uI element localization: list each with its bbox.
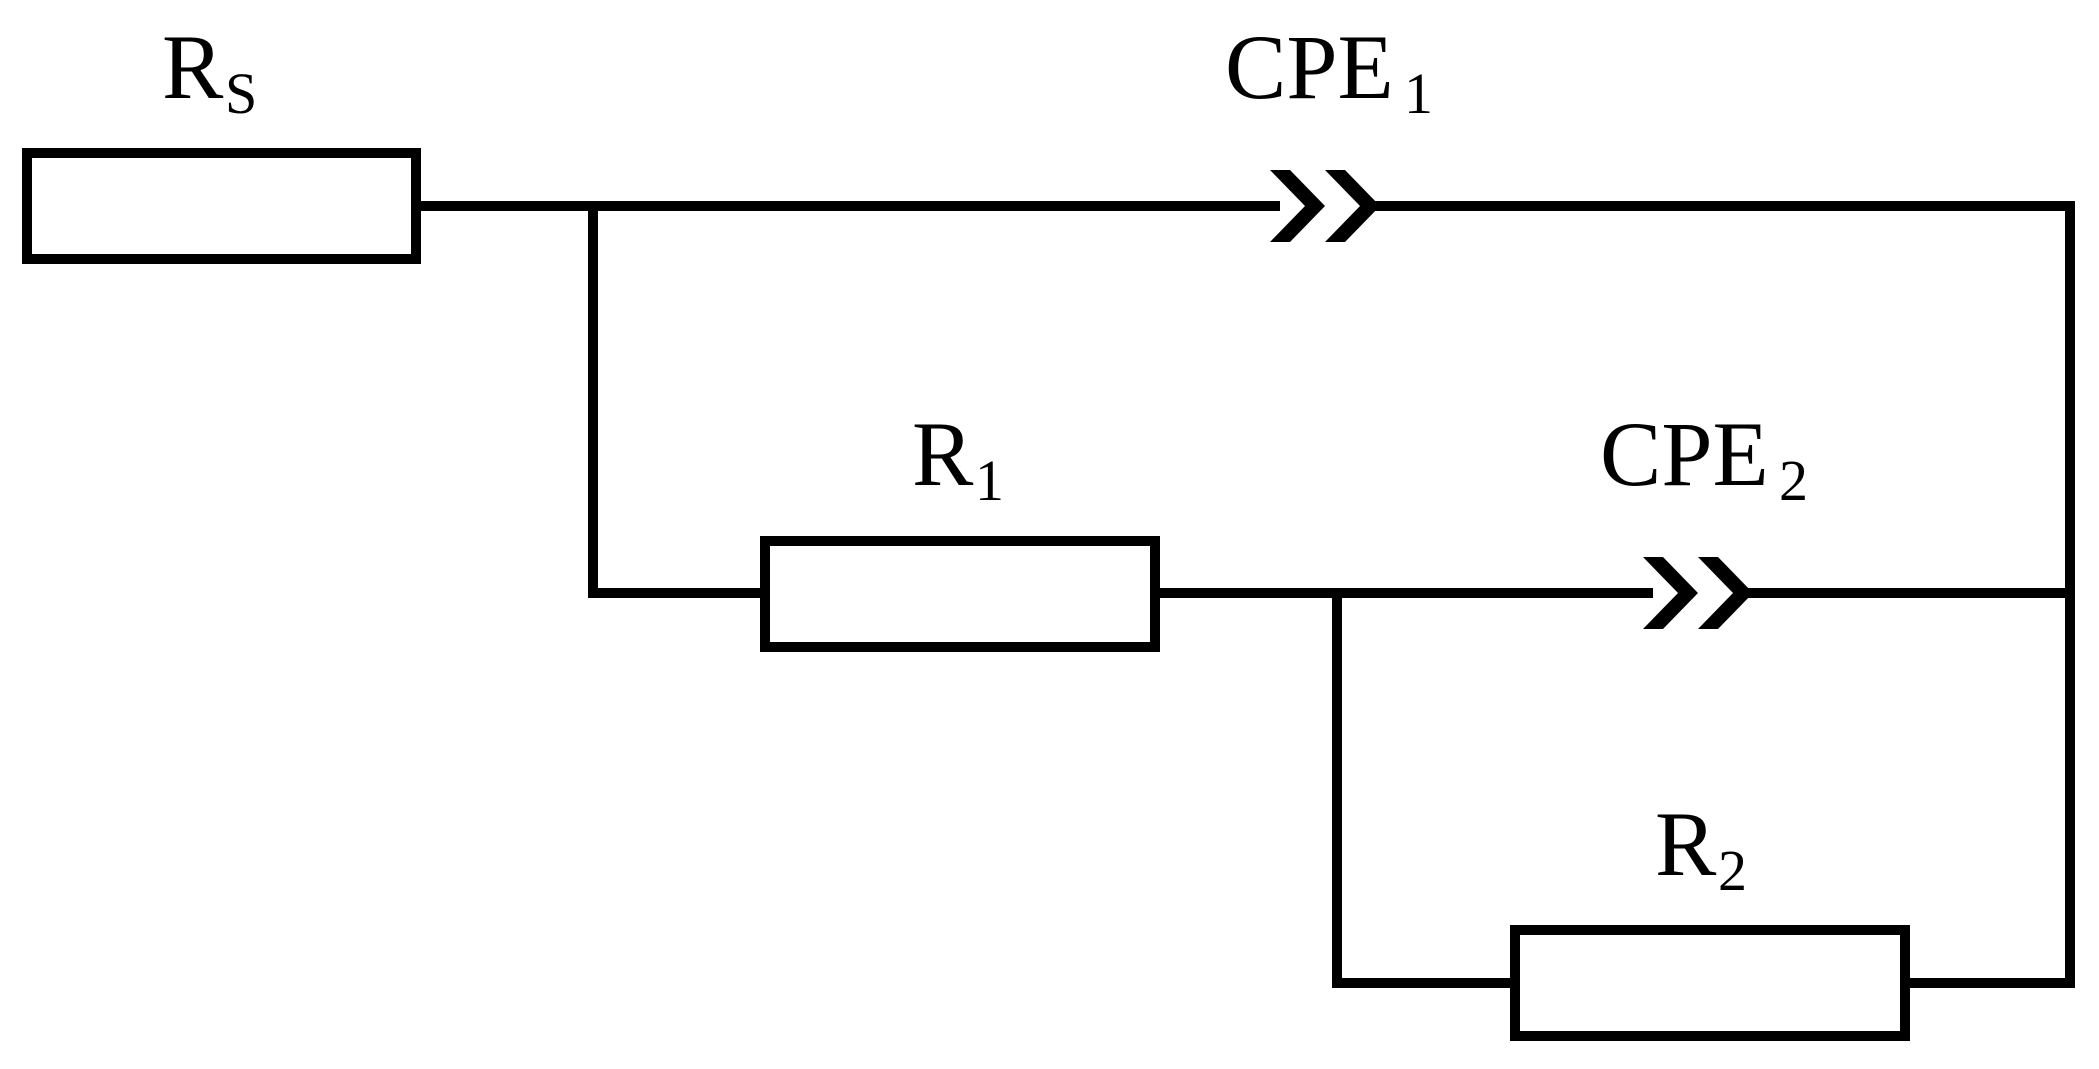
cpe2-chevron-right [1698,557,1753,629]
resistor-r1 [760,536,1160,652]
label-rs: R S [162,16,257,126]
wires [411,201,2075,988]
label-cpe1-main: CPE [1225,16,1394,118]
cpe1-chevron-right [1325,170,1380,242]
label-cpe2-subscript: 2 [1779,448,1808,513]
cpe1-symbol [1270,170,1380,242]
cpe2-symbol [1643,557,1753,629]
resistor-r2 [1510,925,1910,1041]
label-r2-main: R [1655,793,1717,895]
label-r1-subscript: 1 [975,448,1004,513]
resistor-rs [22,148,421,264]
label-rs-main: R [162,16,224,118]
label-r1: R 1 [912,403,1004,513]
label-cpe2: CPE 2 [1600,403,1808,513]
label-r2-subscript: 2 [1718,838,1747,903]
cpe2-chevron-left [1643,557,1698,629]
cpe1-chevron-left [1270,170,1325,242]
label-r1-main: R [912,403,974,505]
label-r2: R 2 [1655,793,1747,903]
label-cpe1-subscript: 1 [1404,61,1433,126]
label-rs-subscript: S [225,61,257,126]
label-cpe2-main: CPE [1600,403,1769,505]
label-cpe1: CPE 1 [1225,16,1433,126]
